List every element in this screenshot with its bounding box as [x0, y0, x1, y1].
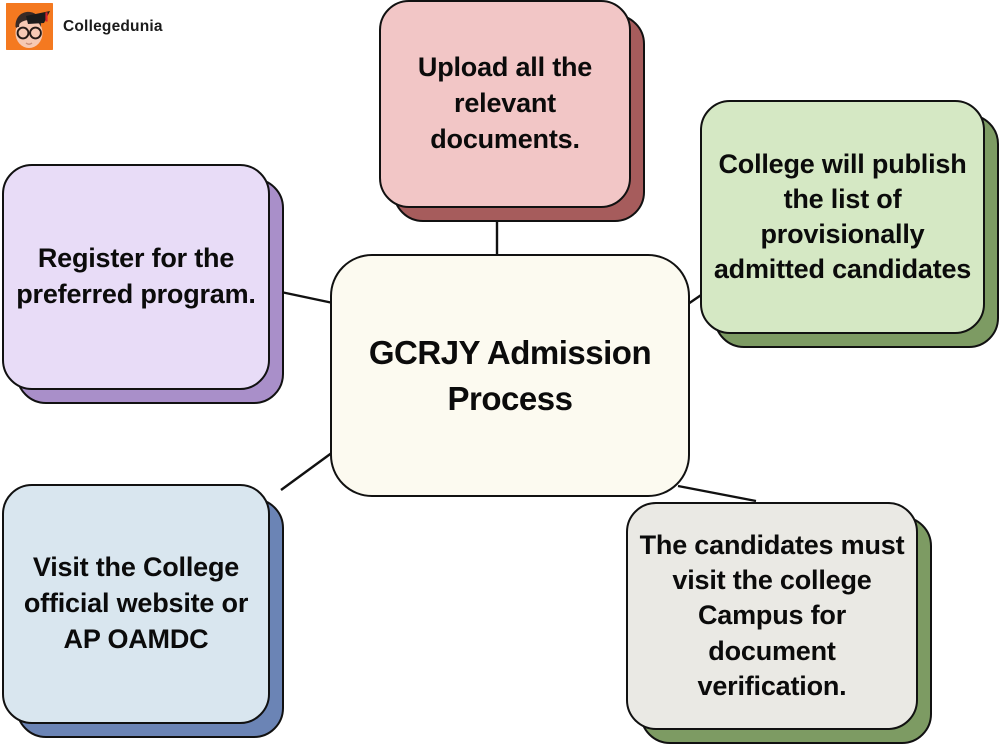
node-verify-face: The candidates must visit the college Ca… — [626, 502, 918, 730]
brand-logo: Collegedunia — [6, 3, 163, 50]
node-register-label: Register for the preferred program. — [16, 243, 256, 309]
node-register-face: Register for the preferred program. — [2, 164, 270, 390]
node-verify[interactable]: The candidates must visit the college Ca… — [626, 502, 932, 744]
node-visit[interactable]: Visit the College official website or AP… — [2, 484, 284, 738]
node-verify-label: The candidates must visit the college Ca… — [639, 530, 905, 701]
node-center[interactable]: GCRJY Admission Process — [330, 254, 690, 497]
brand-name: Collegedunia — [63, 17, 163, 35]
node-upload-label: Upload all the relevant documents. — [417, 52, 593, 154]
node-publish[interactable]: College will publish the list of provisi… — [700, 100, 999, 348]
node-center-face: GCRJY Admission Process — [330, 254, 690, 497]
node-upload[interactable]: Upload all the relevant documents. — [379, 0, 645, 222]
node-upload-face: Upload all the relevant documents. — [379, 0, 631, 208]
graduate-avatar-icon — [6, 3, 53, 50]
connector-center-to-register — [280, 290, 334, 305]
connector-center-to-visit — [280, 451, 334, 491]
node-publish-label: College will publish the list of provisi… — [713, 148, 972, 285]
node-center-label: GCRJY Admission Process — [368, 333, 652, 417]
node-publish-face: College will publish the list of provisi… — [700, 100, 985, 334]
node-visit-label: Visit the College official website or AP… — [23, 552, 249, 654]
node-register[interactable]: Register for the preferred program. — [2, 164, 284, 404]
node-visit-face: Visit the College official website or AP… — [2, 484, 270, 724]
